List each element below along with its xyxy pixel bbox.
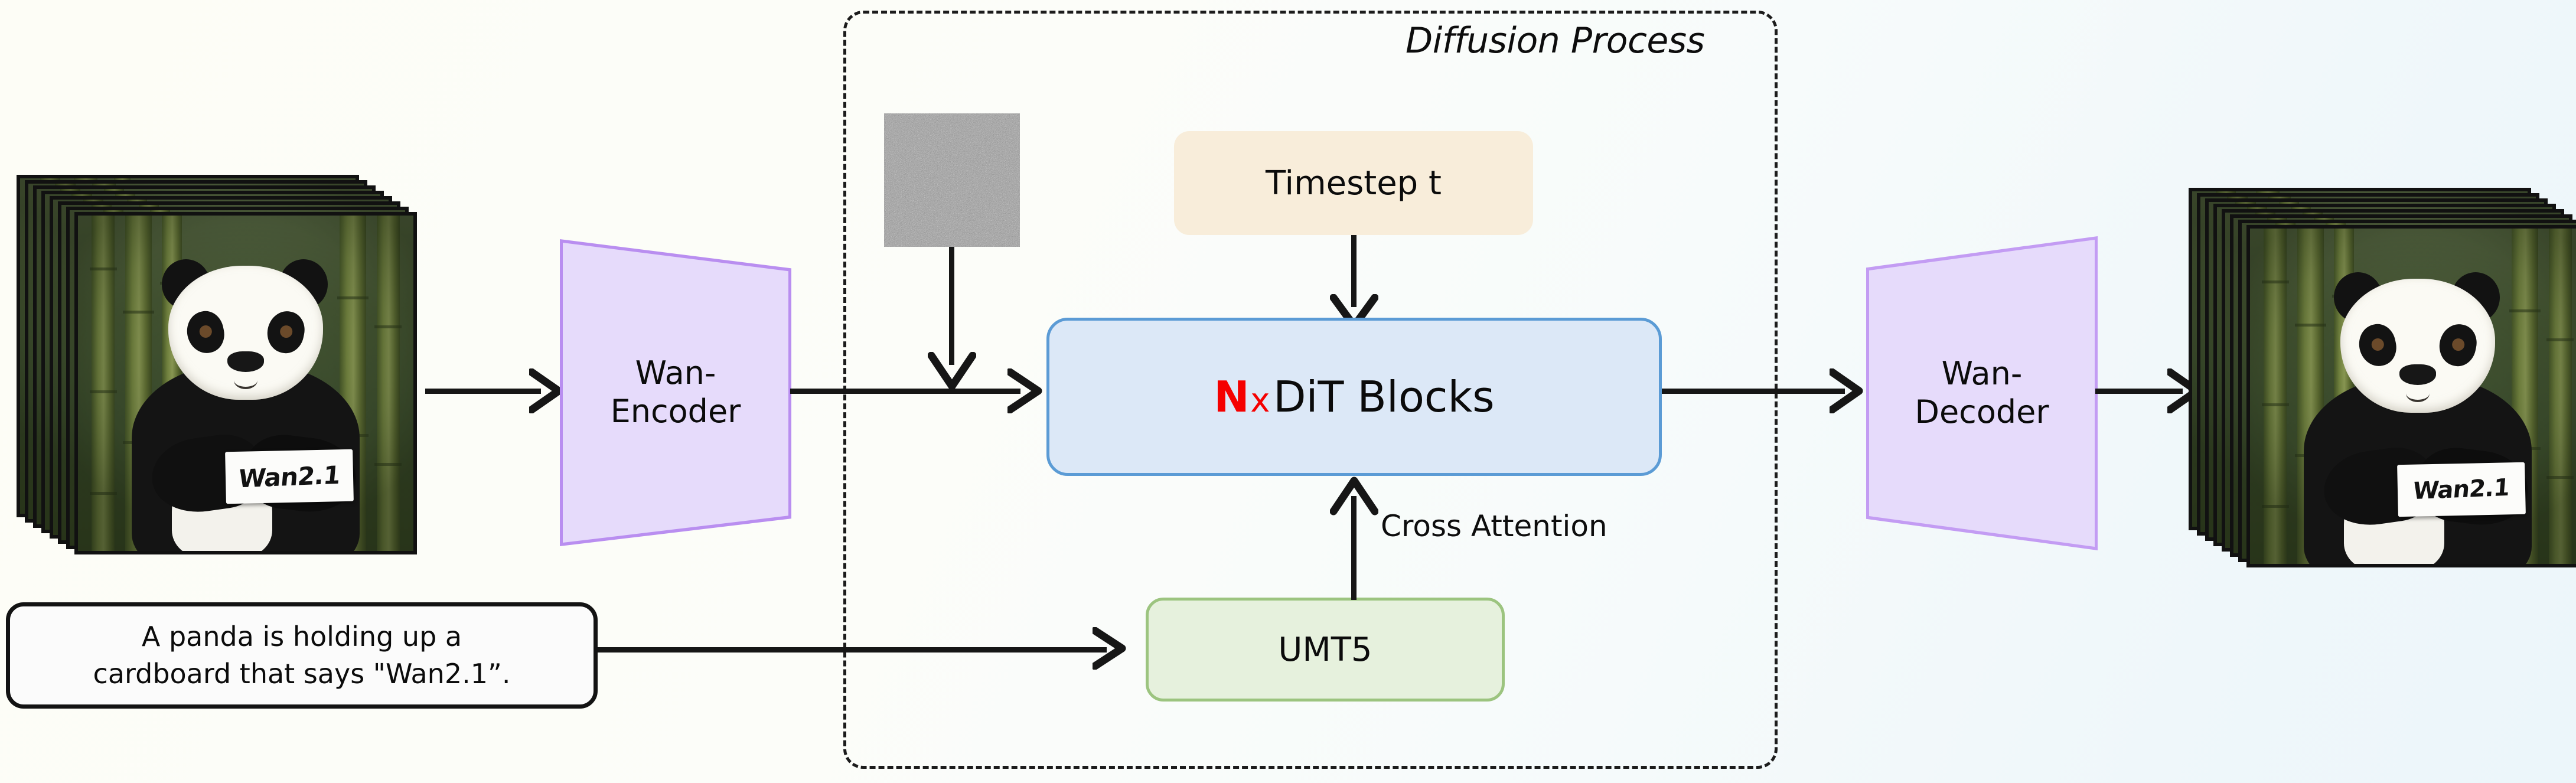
output-video-frames: Wan2.1 xyxy=(2189,188,2576,601)
arrowhead-icon xyxy=(1093,627,1127,670)
wan-encoder-fill xyxy=(563,243,788,543)
panda-sign: Wan2.1 xyxy=(2397,462,2526,517)
dit-blocks-label: DiT Blocks xyxy=(1273,372,1495,422)
connector-decoder-to-frames xyxy=(2095,389,2183,394)
prompt-textbox[interactable]: A panda is holding up a cardboard that s… xyxy=(6,602,598,709)
frame-layer-front: Wan2.1 xyxy=(2246,225,2576,567)
arrowhead-icon xyxy=(1007,368,1043,413)
timestep-label: Timestep t xyxy=(1266,164,1442,203)
gaussian-noise-patch xyxy=(884,113,1020,247)
timestep-box: Timestep t xyxy=(1174,131,1533,235)
wan-decoder-label-line2: Decoder xyxy=(1915,393,2049,430)
umt5-label: UMT5 xyxy=(1278,630,1372,669)
panda-sign-text: Wan2.1 xyxy=(237,459,341,493)
wan-decoder-label-line1: Wan- xyxy=(1941,355,2023,393)
connector-prompt-to-umt5 xyxy=(598,647,1107,652)
connector-umt5-to-dit xyxy=(1351,496,1357,600)
prompt-line-1: A panda is holding up a xyxy=(141,620,462,652)
panda-sign: Wan2.1 xyxy=(225,449,354,504)
dit-multiplier: x xyxy=(1250,381,1270,420)
input-video-frames: Wan2.1 xyxy=(17,175,418,588)
wan-encoder-label-line2: Encoder xyxy=(610,393,741,430)
connector-timestep-to-dit xyxy=(1351,235,1357,307)
arrowhead-icon xyxy=(1830,368,1864,413)
diffusion-process-label: Diffusion Process xyxy=(1406,20,1705,61)
arrowhead-icon xyxy=(928,352,976,393)
prompt-line-2: cardboard that says "Wan2.1”. xyxy=(93,658,511,690)
umt5-box: UMT5 xyxy=(1146,598,1505,702)
frame-layer-front: Wan2.1 xyxy=(74,212,417,554)
cross-attention-label: Cross Attention xyxy=(1381,509,1607,543)
connector-noise-to-flow xyxy=(949,247,954,365)
wan-encoder-label: Wan- Encoder xyxy=(560,239,791,546)
connector-dit-to-decoder xyxy=(1662,389,1845,394)
dit-blocks-box: NxDiT Blocks xyxy=(1046,318,1662,476)
panda-sign-text: Wan2.1 xyxy=(2412,474,2511,505)
connector-encoder-to-dit xyxy=(790,389,1020,394)
wan-decoder-label: Wan- Decoder xyxy=(1866,236,2098,550)
dit-count: N xyxy=(1214,372,1250,422)
arrowhead-icon xyxy=(1330,476,1378,516)
wan-encoder-label-line1: Wan- xyxy=(635,354,716,392)
connector-frames-to-encoder xyxy=(425,389,541,394)
wan-decoder-fill xyxy=(1869,240,2095,547)
arrowhead-icon xyxy=(529,368,562,413)
